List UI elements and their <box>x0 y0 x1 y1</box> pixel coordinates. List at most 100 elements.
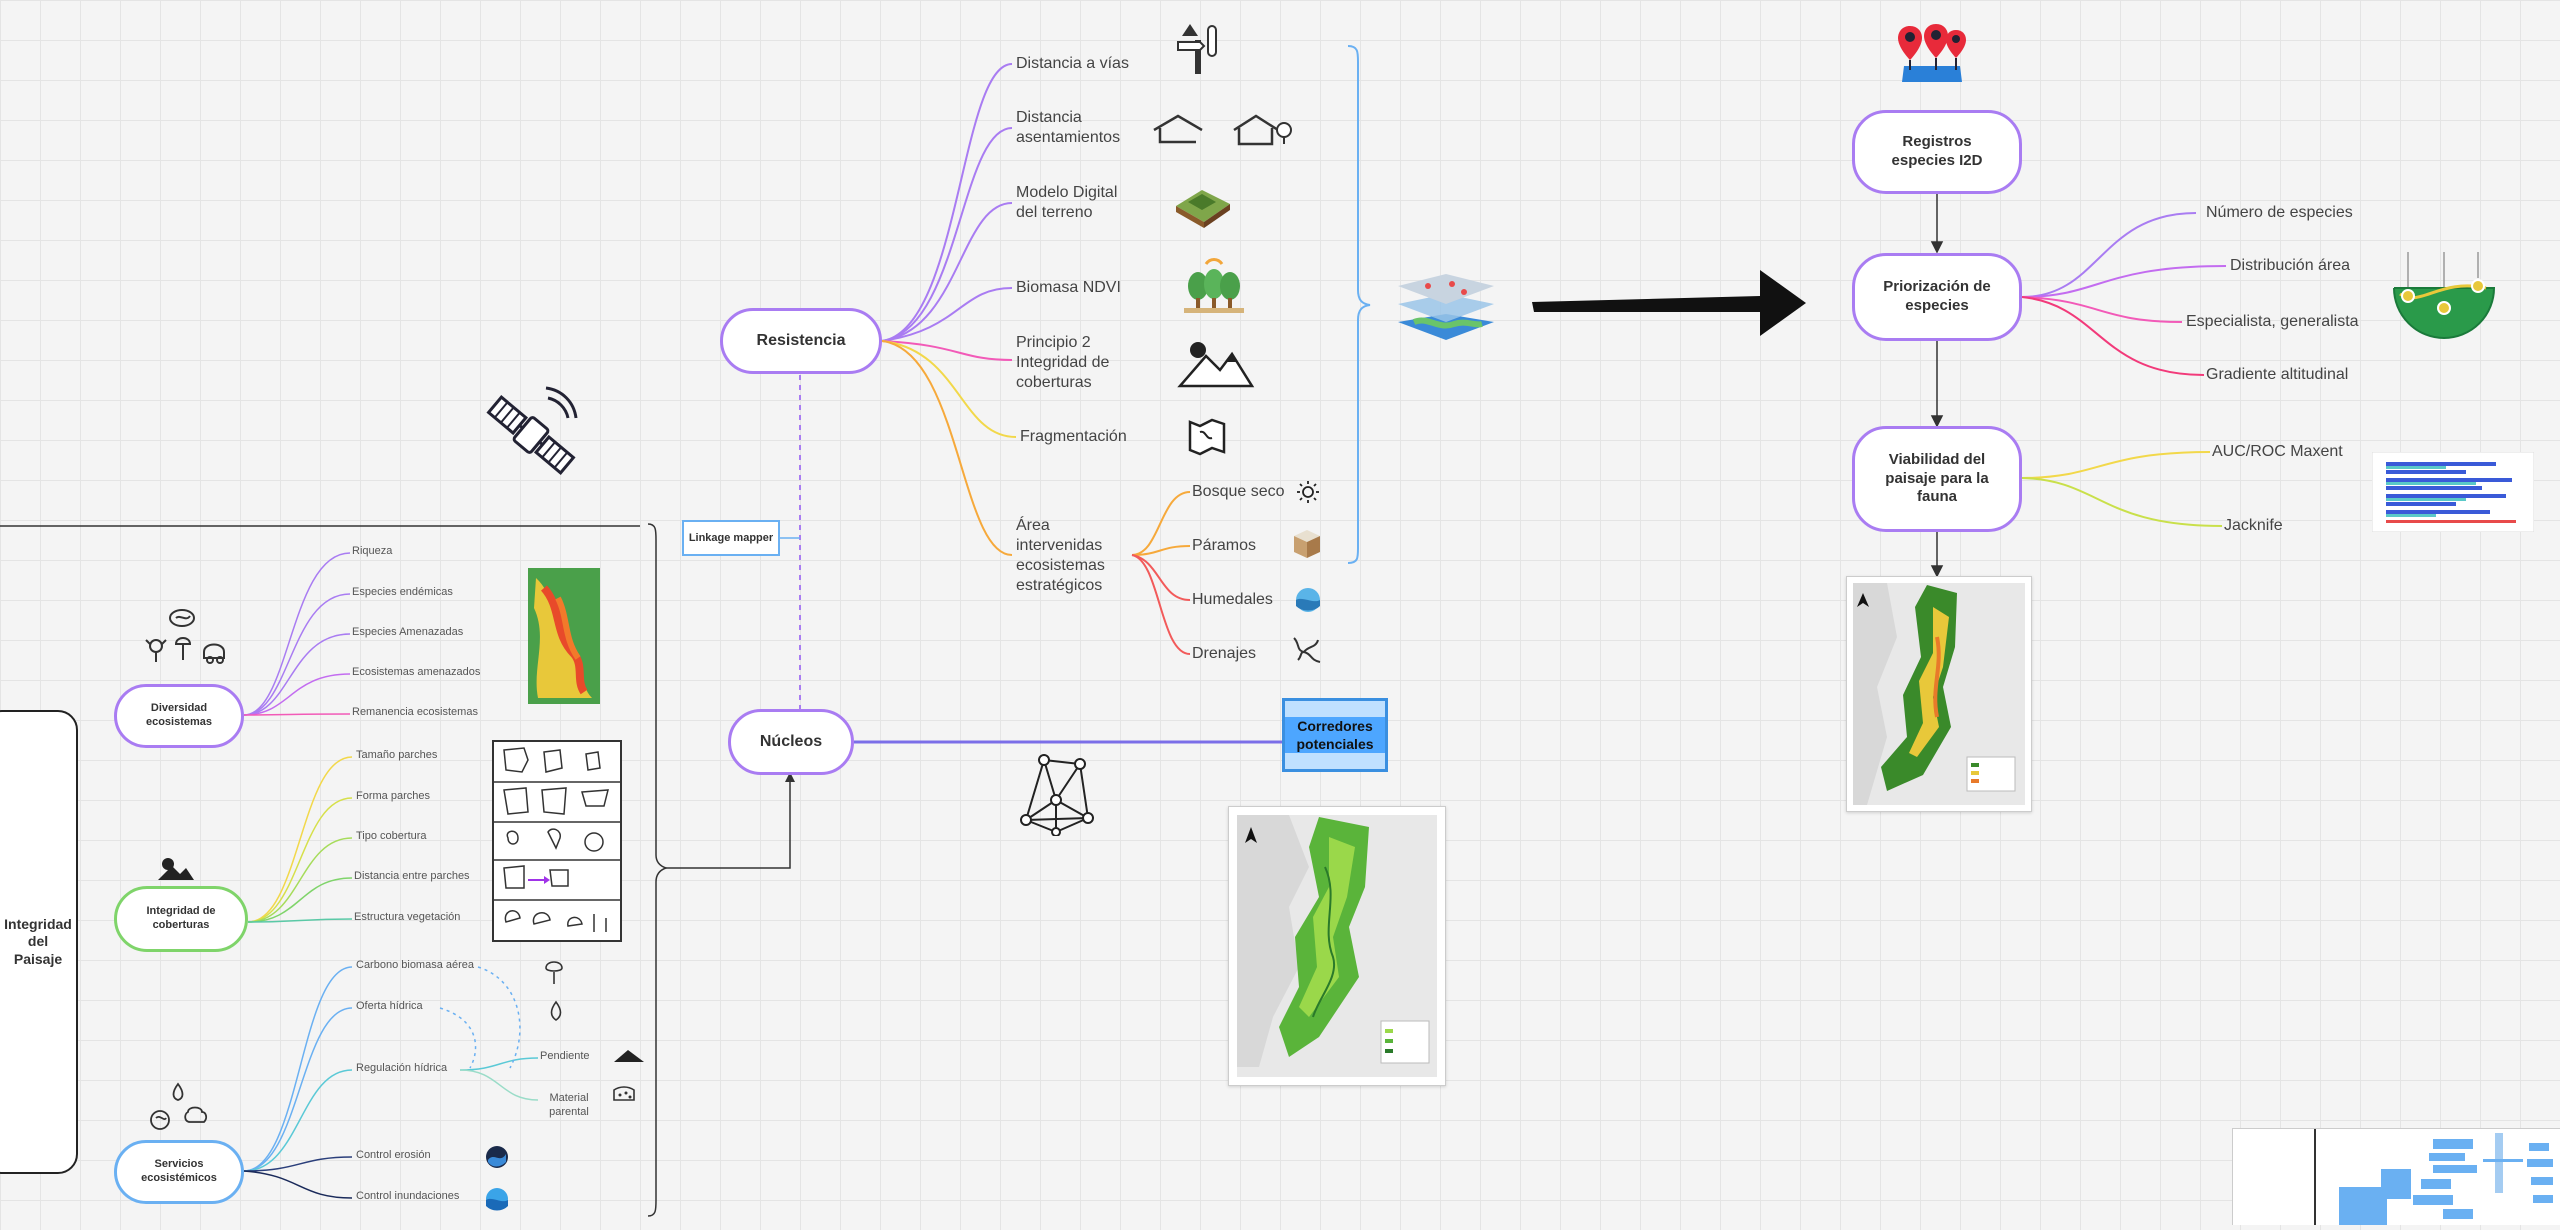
flood-icon <box>486 1188 508 1211</box>
connector-fragmentacion <box>881 340 1017 438</box>
network-graph-icon <box>1020 754 1094 836</box>
label-fragmentacion: Fragmentación <box>1020 428 1127 445</box>
big-arrow-icon <box>1532 270 1806 336</box>
resistencia-brace <box>1347 45 1371 564</box>
label-principio2: Principio 2 Integridad de coberturas <box>1016 334 1110 391</box>
mountain-landscape-icon <box>1177 342 1255 388</box>
connector-principio2 <box>881 340 1013 361</box>
label-control-inundaciones: Control inundaciones <box>356 1190 460 1202</box>
label-regulacion-hidrica: Regulación hídrica <box>356 1062 448 1074</box>
label-pendiente: Pendiente <box>540 1050 590 1062</box>
label-jacknife: Jacknife <box>2224 517 2283 534</box>
label-distancia-parches: Distancia entre parches <box>354 870 470 882</box>
label-distribucion-area: Distribución área <box>2230 257 2351 274</box>
label-paramos: Páramos <box>1192 537 1257 554</box>
connector-numero-especies <box>2021 212 2197 298</box>
label-humedales: Humedales <box>1192 591 1273 608</box>
label-control-erosion: Control erosión <box>356 1149 431 1161</box>
label-auc-roc: AUC/ROC Maxent <box>2212 443 2343 460</box>
drainage-icon <box>1293 637 1321 663</box>
slope-icon <box>614 1050 644 1062</box>
biodiversity-icons <box>145 609 225 664</box>
label-remanencia: Remanencia ecosistemas <box>352 706 478 718</box>
label-distancia-asentamientos: Distancia asentamientos <box>1016 109 1121 146</box>
connector-jacknife <box>2021 477 2223 527</box>
label-tamano-parches: Tamaño parches <box>356 749 438 761</box>
connector-distancia-vias <box>881 63 1013 342</box>
tree-icon <box>545 961 563 984</box>
paramo-icon <box>1294 530 1320 558</box>
label-tipo-cobertura: Tipo cobertura <box>356 830 427 842</box>
patch-metrics-table <box>492 740 622 942</box>
label-estructura-vegetacion: Estructura vegetación <box>354 911 461 923</box>
left-panel-bracket <box>647 523 669 1217</box>
label-gradiente: Gradiente altitudinal <box>2206 366 2349 383</box>
connector-bosque-seco <box>1131 491 1191 556</box>
label-especialista: Especialista, generalista <box>2186 313 2359 330</box>
linkage-mapper-box[interactable]: Linkage mapper <box>682 520 780 556</box>
water-icon <box>1296 588 1320 612</box>
label-carbono: Carbono biomasa aérea <box>356 959 475 971</box>
species-distribution-icon <box>2393 252 2496 339</box>
patch-shapes-icon <box>494 747 620 932</box>
corridors-map-card <box>1228 806 1446 1086</box>
node-resistencia[interactable]: Resistencia <box>720 308 882 374</box>
connector-drenajes <box>1131 554 1191 655</box>
jacknife-chart-thumb <box>2372 452 2534 532</box>
land-cover-icon <box>158 858 194 880</box>
house-icon <box>1153 114 1203 144</box>
erosion-icon <box>486 1146 508 1168</box>
connector-distribucion <box>2021 265 2227 298</box>
viability-map-card <box>1846 576 2032 812</box>
connector-modelo-digital <box>881 202 1013 342</box>
minimap-preview <box>2314 1129 2553 1225</box>
label-distancia-vias: Distancia a vías <box>1016 55 1129 72</box>
board-minimap[interactable] <box>2232 1128 2560 1225</box>
node-integridad-paisaje[interactable]: Integridad del Paisaje <box>0 710 78 1174</box>
corridors-map-image <box>1237 815 1437 1077</box>
node-registros[interactable]: Registros especies I2D <box>1852 110 2022 194</box>
connector-area <box>881 340 1013 556</box>
sun-icon <box>1297 481 1319 503</box>
map-layers-icon <box>1398 274 1494 340</box>
connector-distancia-asentamientos <box>881 127 1013 342</box>
node-servicios[interactable]: Servicios ecosistémicos <box>114 1140 244 1204</box>
location-pins-icon <box>1898 24 1966 82</box>
connector-biomasa <box>881 287 1013 342</box>
label-numero-especies: Número de especies <box>2206 204 2353 221</box>
label-area-intervenidas: Área intervenidas ecosistemas estratégic… <box>1016 517 1105 594</box>
connector-gradiente <box>2021 296 2205 376</box>
raster-map-thumb <box>528 568 600 704</box>
label-material-parental: Material parental <box>549 1092 589 1118</box>
satellite-icon <box>486 386 578 475</box>
label-oferta-hidrica: Oferta hídrica <box>356 1000 423 1012</box>
node-viabilidad[interactable]: Viabilidad del paisaje para la fauna <box>1852 426 2022 532</box>
node-nucleos[interactable]: Núcleos <box>728 709 854 775</box>
connector-especialista <box>2021 296 2183 323</box>
label-especies-endemicas: Especies endémicas <box>352 586 453 598</box>
node-integridad-coberturas[interactable]: Integridad de coberturas <box>114 886 248 952</box>
water-drop-icon <box>550 1000 562 1021</box>
viability-map-image <box>1853 583 2025 805</box>
road-sign-icon <box>1177 24 1217 74</box>
ndvi-trees-icon <box>1184 258 1244 313</box>
house-tree-icon <box>1233 114 1292 146</box>
soil-icon <box>613 1086 635 1101</box>
label-biomasa: Biomasa NDVI <box>1016 279 1121 296</box>
label-ecosistemas-amenazados: Ecosistemas amenazados <box>352 666 481 678</box>
connector-paramos <box>1131 545 1191 556</box>
label-especies-amenazadas: Especies Amenazadas <box>352 626 464 638</box>
ecosystem-services-icons <box>150 1082 208 1130</box>
label-modelo-digital: Modelo Digital del terreno <box>1016 184 1118 221</box>
connector-humedales <box>1131 554 1191 601</box>
label-drenajes: Drenajes <box>1192 645 1257 662</box>
label-bosque-seco: Bosque seco <box>1192 483 1285 500</box>
node-priorizacion[interactable]: Priorización de especies <box>1852 253 2022 341</box>
label-forma-parches: Forma parches <box>356 790 430 802</box>
label-riqueza: Riqueza <box>352 545 393 557</box>
connector-auc <box>2021 451 2211 479</box>
node-diversidad[interactable]: Diversidad ecosistemas <box>114 684 244 748</box>
corredores-potenciales-box[interactable]: Corredores potenciales <box>1282 698 1388 772</box>
